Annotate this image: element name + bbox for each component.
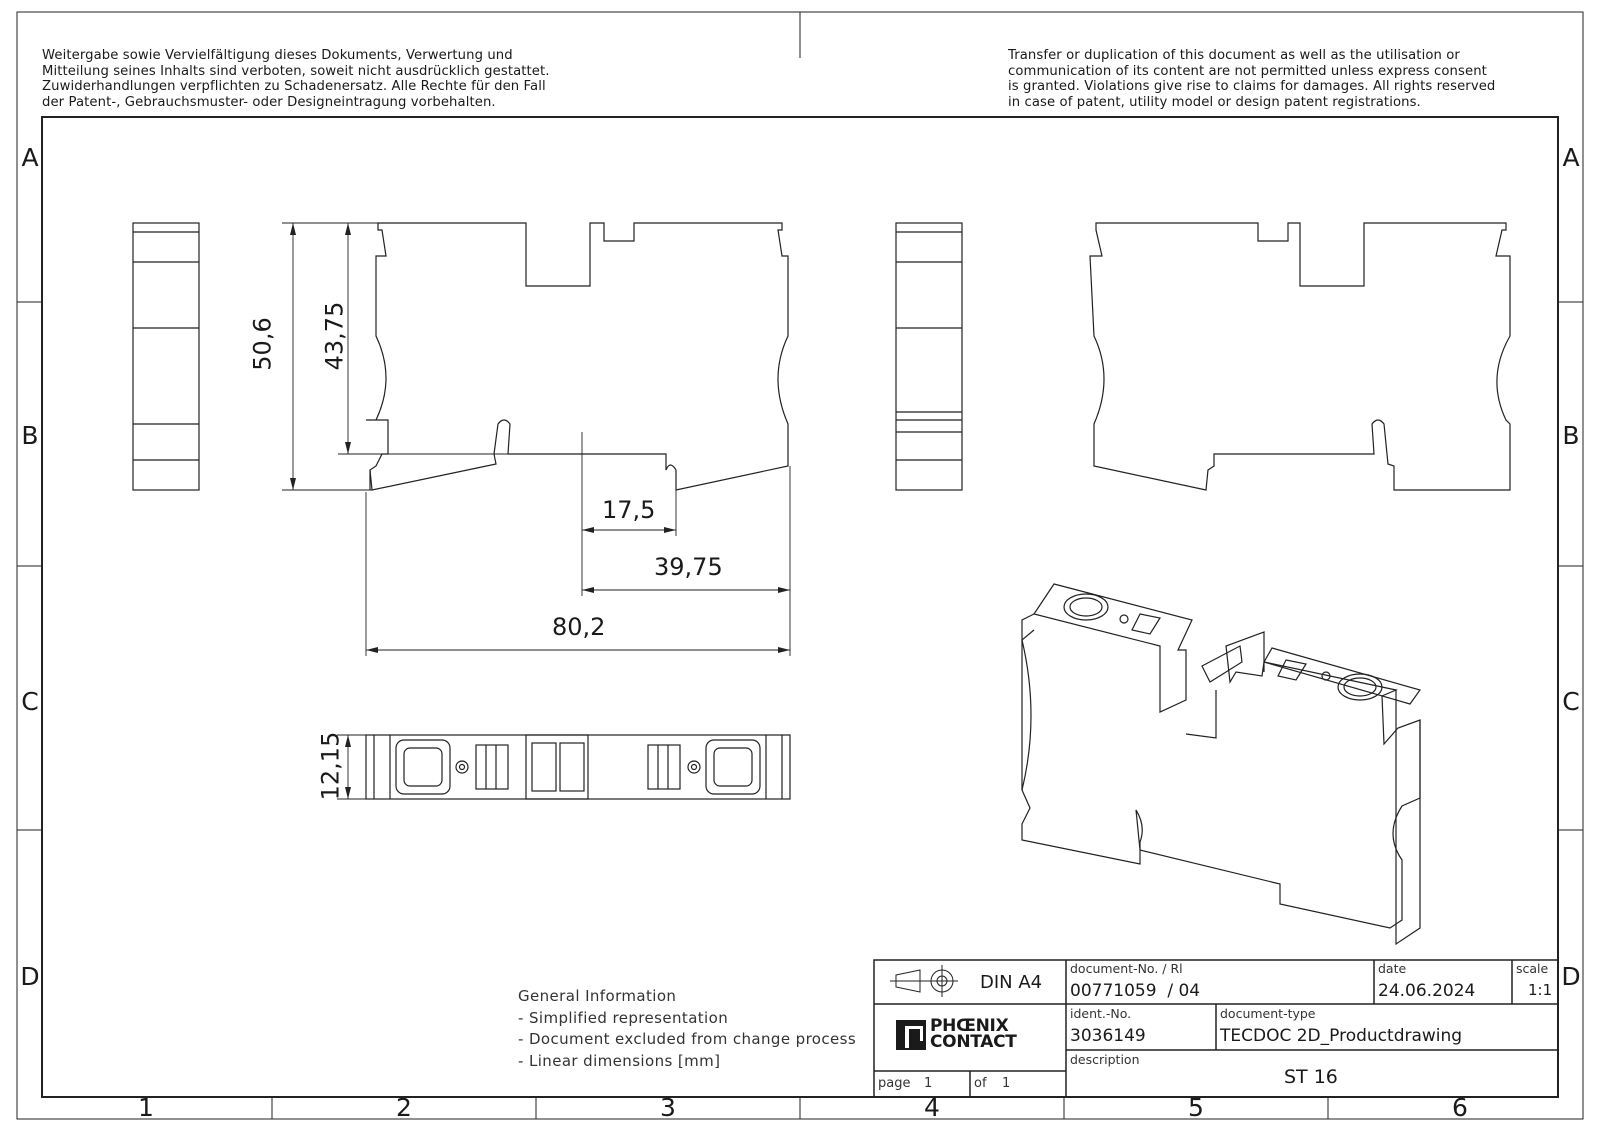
phoenix-contact-logo: PHŒNIX CONTACT [896, 1018, 1046, 1058]
scale-value: 1:1 [1528, 981, 1553, 999]
logo-mark-icon [896, 1020, 926, 1050]
zone-row-b-left: B [21, 421, 39, 450]
front-view [366, 222, 789, 491]
ident-value: 3036149 [1070, 1026, 1146, 1046]
outer-frame [16, 11, 1584, 1120]
copyright-notice-de: Weitergabe sowie Vervielfältigung dieses… [42, 48, 550, 110]
inner-border [41, 116, 1559, 1098]
of-label: of [974, 1076, 987, 1091]
dimension-lines [282, 222, 791, 800]
copyright-notice-en: Transfer or duplication of this document… [1008, 48, 1496, 110]
zone-col-4: 4 [924, 1093, 940, 1122]
dimension-thickness: 12,15 [316, 731, 345, 801]
title-block-frame [873, 959, 1559, 1098]
zone-row-d-right: D [1561, 962, 1581, 991]
zone-col-1: 1 [138, 1093, 154, 1122]
date-label: date [1378, 961, 1407, 976]
sheet-format: DIN A4 [980, 972, 1043, 993]
top-view [365, 734, 791, 800]
date-value: 24.06.2024 [1378, 981, 1476, 1001]
dimension-width-a: 17,5 [602, 496, 656, 524]
ident-label: ident.-No. [1070, 1006, 1132, 1021]
dimension-height-inner: 43,75 [320, 301, 349, 371]
side-view-left [132, 222, 200, 491]
zone-row-d-left: D [20, 962, 40, 991]
zone-col-3: 3 [660, 1093, 676, 1122]
document-no-label: document-No. / Rl [1070, 961, 1183, 976]
general-information: General Information - Simplified represe… [518, 986, 856, 1072]
zone-col-2: 2 [396, 1093, 412, 1122]
zone-col-5: 5 [1188, 1093, 1204, 1122]
isometric-view [1021, 583, 1421, 946]
document-no: 00771059 / 04 [1070, 981, 1201, 1001]
description-label: description [1070, 1052, 1140, 1067]
general-information-title: General Information [518, 987, 677, 1005]
zone-row-c-left: C [21, 687, 39, 716]
page-value: 1 [924, 1076, 933, 1091]
projection-symbol-icon [890, 965, 958, 997]
general-information-line-1: - Simplified representation [518, 1008, 729, 1027]
zone-row-a-right: A [1562, 143, 1580, 172]
zone-row-c-right: C [1562, 687, 1580, 716]
dimension-height-total: 50,6 [248, 317, 277, 371]
logo-text-line-2: CONTACT [930, 1032, 1017, 1052]
general-information-line-2: - Document excluded from change process [518, 1030, 857, 1048]
general-information-line-3: - Linear dimensions [mm] [518, 1051, 721, 1070]
document-type-value: TECDOC 2D_Productdrawing [1220, 1026, 1463, 1046]
back-view [1089, 222, 1511, 491]
zone-row-a-left: A [21, 143, 39, 172]
logo-text-line-1: PHŒNIX [930, 1016, 1009, 1036]
description-value: ST 16 [1284, 1066, 1338, 1088]
dimension-width-total: 80,2 [552, 613, 606, 641]
zone-col-6: 6 [1452, 1093, 1468, 1122]
document-type-label: document-type [1220, 1006, 1316, 1021]
dimension-width-b: 39,75 [654, 553, 723, 581]
zone-row-b-right: B [1562, 421, 1580, 450]
dimension-arrows [290, 223, 790, 799]
scale-label: scale [1516, 961, 1549, 976]
of-value: 1 [1002, 1076, 1011, 1091]
page-label: page [878, 1076, 911, 1091]
side-view-right [895, 222, 963, 491]
